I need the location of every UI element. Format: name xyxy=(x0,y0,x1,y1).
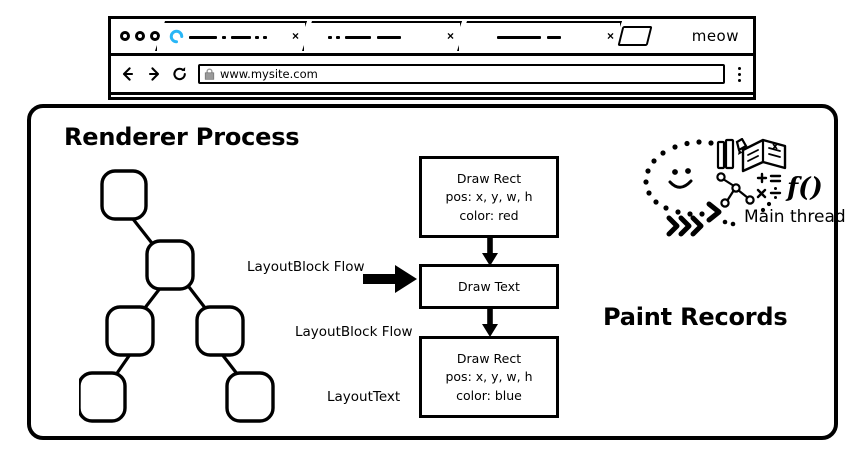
paint-record-3-line-2: pos: x, y, w, h xyxy=(445,369,533,385)
blue-loading-spinner-icon xyxy=(169,29,184,43)
books-pencil-icon xyxy=(716,138,748,170)
back-arrow-icon[interactable] xyxy=(120,66,136,82)
paint-records-title: Paint Records xyxy=(603,303,788,331)
svg-text:f(): f() xyxy=(785,173,823,203)
navigation-bar: www.mysite.com xyxy=(111,56,753,95)
new-tab-shape-icon xyxy=(617,26,653,46)
menu-dot-3 xyxy=(738,78,741,82)
paint-record-box-3: Draw Rect pos: x, y, w, h color: blue xyxy=(419,336,559,418)
smile xyxy=(668,179,693,189)
browser-tab-3[interactable]: × xyxy=(457,21,622,51)
address-bar-url: www.mysite.com xyxy=(220,67,318,81)
forward-arrow-icon[interactable] xyxy=(146,66,162,82)
paint-record-3-line-1: Draw Rect xyxy=(456,350,522,366)
paint-record-2-line-1: Draw Text xyxy=(458,278,520,294)
tree-label-layouttext: LayoutText xyxy=(327,389,401,405)
browser-viewport xyxy=(111,95,753,97)
overflow-menu-icon[interactable] xyxy=(735,66,744,82)
tree-label-layoutblock-flow-1: LayoutBlock Flow xyxy=(247,259,365,275)
browser-tab-1[interactable]: × xyxy=(155,21,307,51)
tab-3-title-placeholder xyxy=(471,29,602,43)
tab-1-close-icon[interactable]: × xyxy=(291,29,299,43)
paint-record-box-2: Draw Text xyxy=(419,264,559,309)
tree-node-5 xyxy=(79,371,127,423)
tree-node-root xyxy=(100,169,148,221)
menu-dot-2 xyxy=(738,72,741,76)
chevron-arrows-icon xyxy=(666,215,704,237)
window-control-dot-2[interactable] xyxy=(135,31,145,41)
reload-icon[interactable] xyxy=(172,66,188,82)
main-thread-label: Main thread xyxy=(744,207,846,227)
window-controls xyxy=(111,31,160,41)
paint-records-chain: Draw Rect pos: x, y, w, h color: red Dra… xyxy=(419,156,569,424)
trailing-dots xyxy=(722,219,736,227)
tree-node-4 xyxy=(195,305,245,357)
window-control-dot-1[interactable] xyxy=(120,31,130,41)
function-fx-icon: f() xyxy=(785,173,823,203)
chain-arrow-2-icon xyxy=(482,309,498,337)
tab-2-title-placeholder xyxy=(316,29,442,43)
layout-tree-diagram: LayoutBlock Flow LayoutBlock Flow Layout… xyxy=(79,163,413,423)
math-symbols-icon xyxy=(756,172,782,199)
paint-record-1-line-2: pos: x, y, w, h xyxy=(445,189,533,205)
browser-tab-2[interactable]: × xyxy=(302,21,462,51)
tree-node-2 xyxy=(145,239,195,291)
binary-tree-graph-icon xyxy=(716,172,755,208)
new-tab-button[interactable] xyxy=(617,26,653,46)
flow-arrow-icon xyxy=(363,265,417,293)
browser-window: × × × xyxy=(108,16,756,100)
eye-right xyxy=(685,168,691,174)
eye-left xyxy=(672,169,678,175)
paint-record-3-line-3: color: blue xyxy=(456,387,522,403)
tree-node-6 xyxy=(225,371,275,423)
tab-3-close-icon[interactable]: × xyxy=(606,29,614,43)
tab-1-title-placeholder xyxy=(189,29,287,43)
tree-node-3 xyxy=(105,305,155,357)
paint-record-box-1: Draw Rect pos: x, y, w, h color: red xyxy=(419,156,559,238)
paint-record-1-line-3: color: red xyxy=(459,207,519,223)
window-control-dot-3[interactable] xyxy=(150,31,160,41)
dotted-path-arrowhead-icon xyxy=(706,201,722,223)
tree-label-layoutblock-flow-2: LayoutBlock Flow xyxy=(295,324,413,340)
chain-arrow-1-icon xyxy=(482,238,498,266)
address-bar[interactable]: www.mysite.com xyxy=(198,64,725,84)
lock-icon xyxy=(204,68,215,80)
open-book-icon xyxy=(741,138,787,173)
smiley-face-dotted-outline-icon xyxy=(643,139,714,217)
math-trailing-dots xyxy=(760,201,772,213)
page-title: Renderer Process xyxy=(64,123,300,151)
tab-strip: × × × xyxy=(111,19,753,56)
tab-2-close-icon[interactable]: × xyxy=(446,29,454,43)
tree-nodes xyxy=(79,169,275,423)
paint-record-1-line-1: Draw Rect xyxy=(456,170,522,186)
renderer-process-panel: Renderer Process LayoutBlock Flow xyxy=(27,104,846,440)
main-thread-doodle: f() xyxy=(643,138,823,237)
browser-brand-label: meow xyxy=(691,27,739,45)
menu-dot-1 xyxy=(738,66,741,70)
